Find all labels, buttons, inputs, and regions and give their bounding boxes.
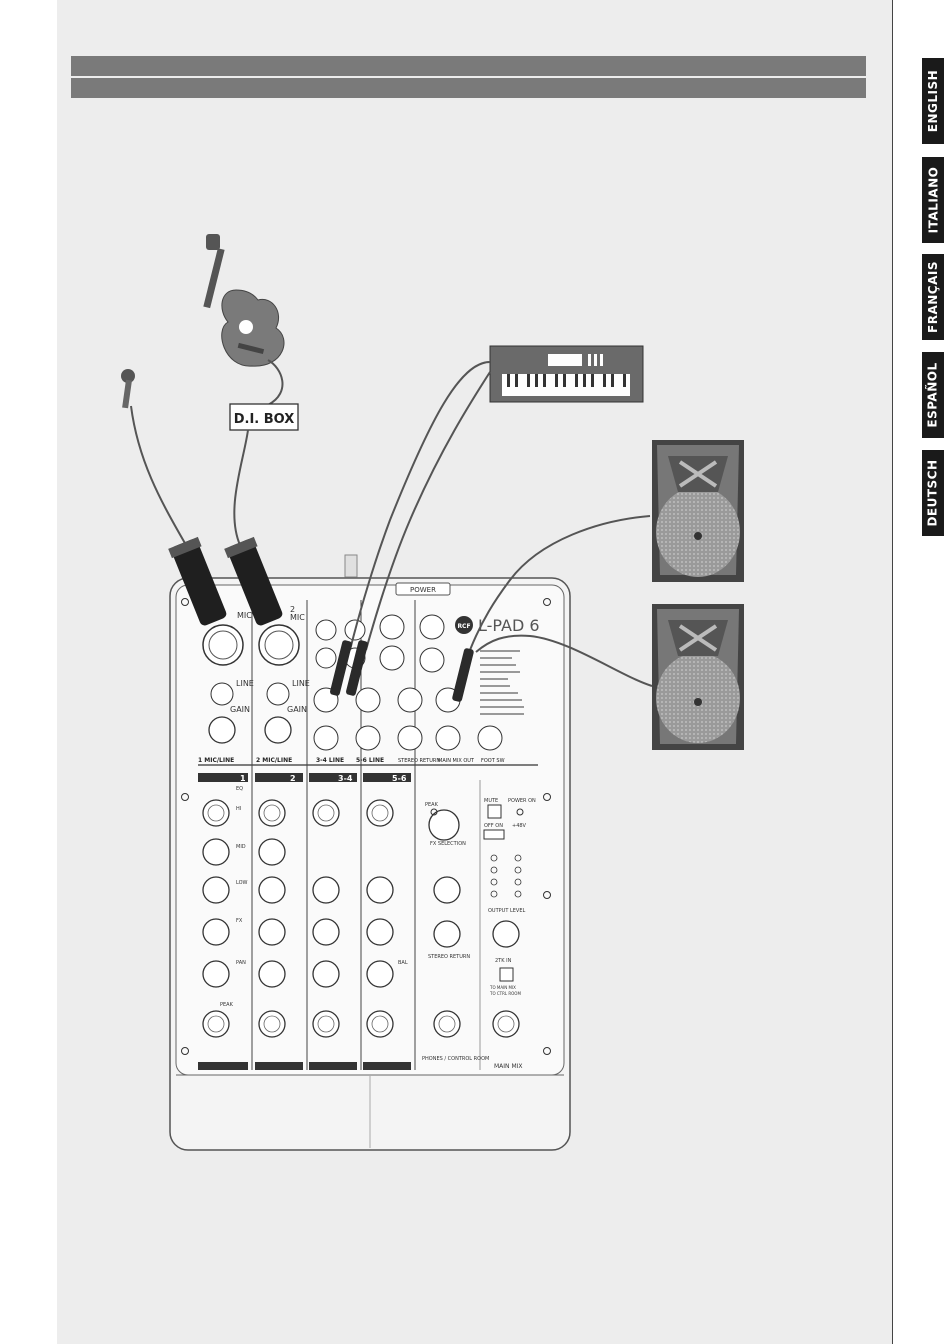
- gain-label-2: GAIN: [287, 705, 307, 714]
- input-label-foot-sw: FOOT SW: [481, 758, 505, 764]
- peak-label: PEAK: [220, 1002, 234, 1008]
- 2tk-in-label: 2TK IN: [495, 958, 512, 964]
- xlr-plug-1: [168, 536, 227, 626]
- di-box-label: D.I. BOX: [234, 412, 295, 427]
- mid-label: MID: [236, 844, 246, 850]
- channel-header-1: 1: [240, 774, 246, 783]
- model-name: L-PAD 6: [478, 616, 540, 635]
- header-bar-top: [71, 56, 866, 76]
- channel-header-5-6: 5-6: [392, 774, 407, 783]
- jack-plug-3: [330, 640, 352, 696]
- mute-label: MUTE: [484, 798, 498, 804]
- input-label-stereo-return: STEREO RETURN: [398, 758, 440, 764]
- phantom-48v-label: +48V: [512, 823, 527, 829]
- left-margin: [0, 0, 57, 1344]
- tab-italiano[interactable]: ITALIANO: [922, 157, 944, 243]
- phantom-switch[interactable]: [483, 829, 505, 840]
- gain-label-1: GAIN: [230, 705, 250, 714]
- acoustic-guitar-icon: [203, 234, 285, 367]
- mute-button[interactable]: [487, 804, 502, 819]
- to-main-mix-label: TO MAIN MIX: [489, 985, 516, 990]
- power-label: POWER: [410, 586, 436, 594]
- to-ctrl-room-label: TO CTRL ROOM: [489, 991, 521, 996]
- tab-espanol[interactable]: ESPAÑOL: [922, 352, 944, 438]
- input-label-1: 1 MIC/LINE: [198, 757, 234, 764]
- fx-list: [480, 650, 524, 715]
- main-mix-label: MAIN MIX: [494, 1063, 523, 1070]
- input-label-3-4: 3-4 LINE: [316, 757, 344, 764]
- low-label: LOW: [236, 880, 248, 886]
- mic-label-1: MIC: [237, 611, 252, 620]
- mic-label-2: 2: [290, 605, 295, 614]
- phantom-switch-label: OFF ON: [484, 823, 503, 829]
- right-divider-line: [892, 0, 893, 1344]
- phones-control-room-label: PHONES / CONTROL ROOM: [422, 1056, 489, 1062]
- 2tk-button[interactable]: [499, 967, 514, 982]
- input-label-main-mix-out: MAIN MIX OUT: [438, 758, 475, 764]
- keyboard-icon: [489, 345, 644, 403]
- fx-selection-label: FX SELECTION: [430, 841, 466, 847]
- power-on-label: POWER ON: [508, 798, 536, 804]
- tab-deutsch[interactable]: DEUTSCH: [922, 450, 944, 536]
- di-box: [229, 403, 299, 431]
- input-label-5-6: 5-6 LINE: [356, 757, 384, 764]
- pan-label: PAN: [236, 960, 246, 966]
- header-bar-bottom: [71, 78, 866, 98]
- line-label-1: LINE: [236, 679, 254, 688]
- jack-plug-out-l: [452, 648, 474, 702]
- speaker-top-icon: [652, 440, 744, 582]
- hi-label: HI: [236, 806, 241, 812]
- input-label-2: 2 MIC/LINE: [256, 757, 292, 764]
- tab-english[interactable]: ENGLISH: [922, 58, 944, 144]
- bal-label: BAL: [398, 960, 408, 966]
- eq-label: EQ: [236, 786, 243, 792]
- stereo-return-label: STEREO RETURN: [428, 954, 470, 960]
- output-level-label: OUTPUT LEVEL: [488, 908, 525, 914]
- mixer-body: POWER 1 2 3-4 5-6: [169, 554, 571, 1151]
- channel-header-3-4: 3-4: [338, 774, 353, 783]
- tab-francais[interactable]: FRANÇAIS: [922, 254, 944, 340]
- channel-header-2: 2: [290, 774, 296, 783]
- xlr-plug-2: [224, 536, 283, 626]
- jack-plug-4: [346, 640, 368, 696]
- channel-knobs: [202, 799, 520, 1038]
- fx-peak-label: PEAK: [425, 802, 439, 808]
- speaker-bottom-icon: [652, 604, 744, 750]
- microphone-icon: [121, 369, 135, 409]
- fx-send-label: FX: [236, 918, 243, 924]
- line-label-2: LINE: [292, 679, 310, 688]
- brand-badge: RCF: [457, 623, 470, 630]
- mic-label-2b: MIC: [290, 613, 305, 622]
